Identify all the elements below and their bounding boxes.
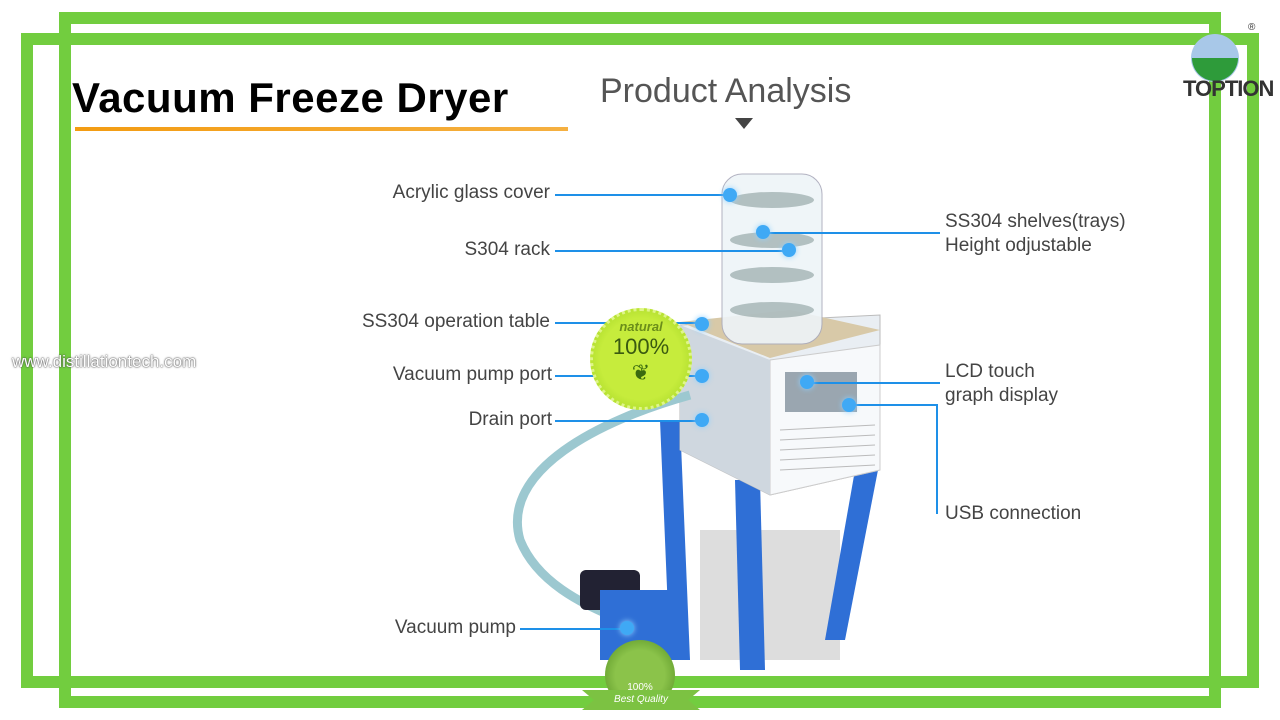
label-shelves: SS304 shelves(trays) Height odjustable [945, 210, 1126, 258]
callout-line [555, 194, 730, 196]
callout-dot [695, 413, 709, 427]
callout-dot [620, 621, 634, 635]
label-drain-port: Drain port [468, 409, 552, 430]
callout-line [555, 250, 790, 252]
label-vacuum-pump: Vacuum pump [394, 617, 516, 638]
callout-line [808, 382, 940, 384]
label-usb: USB connection [945, 503, 1082, 524]
label-shelves-line2: Height odjustable [945, 235, 1092, 256]
callout-dot [695, 317, 709, 331]
best-quality-ribbon: Best Quality [582, 690, 700, 710]
callout-dot [800, 375, 814, 389]
label-rack: S304 rack [464, 239, 550, 260]
leaf-icon: ❦ [631, 360, 651, 385]
section-heading: Product Analysis [600, 72, 852, 110]
seal-percent: 100% [612, 334, 670, 359]
callout-dot [842, 398, 856, 412]
label-lcd-line1: LCD touch [945, 361, 1035, 382]
watermark-url: www.distillationtech.com [12, 352, 197, 371]
callout-dot [723, 188, 737, 202]
callout-dot [782, 243, 796, 257]
callout-line [520, 628, 625, 630]
label-acrylic-cover: Acrylic glass cover [392, 182, 550, 203]
natural-seal-badge: natural 100% ❦ [590, 308, 692, 410]
brand-logo-icon [1180, 30, 1250, 100]
callout-line [936, 404, 938, 514]
callout-line [765, 232, 940, 234]
brand-logo-text: TOPTION [1183, 76, 1274, 101]
registered-mark: ® [1248, 22, 1256, 33]
callout-dot [756, 225, 770, 239]
green-frame-inner [59, 12, 1221, 708]
callout-dot [695, 369, 709, 383]
label-shelves-line1: SS304 shelves(trays) [945, 211, 1126, 232]
title-underline [75, 127, 568, 131]
label-vacuum-pump-port: Vacuum pump port [392, 364, 552, 385]
down-triangle-icon [735, 118, 753, 129]
page-title: Vacuum Freeze Dryer [72, 74, 509, 121]
seal-text: natural [619, 319, 663, 334]
badge-percent: 100% [627, 682, 653, 693]
label-operation-table: SS304 operation table [361, 311, 550, 332]
callout-line [555, 420, 700, 422]
label-lcd-line2: graph display [945, 385, 1059, 406]
callout-line [850, 404, 938, 406]
label-lcd: LCD touch graph display [945, 360, 1058, 408]
